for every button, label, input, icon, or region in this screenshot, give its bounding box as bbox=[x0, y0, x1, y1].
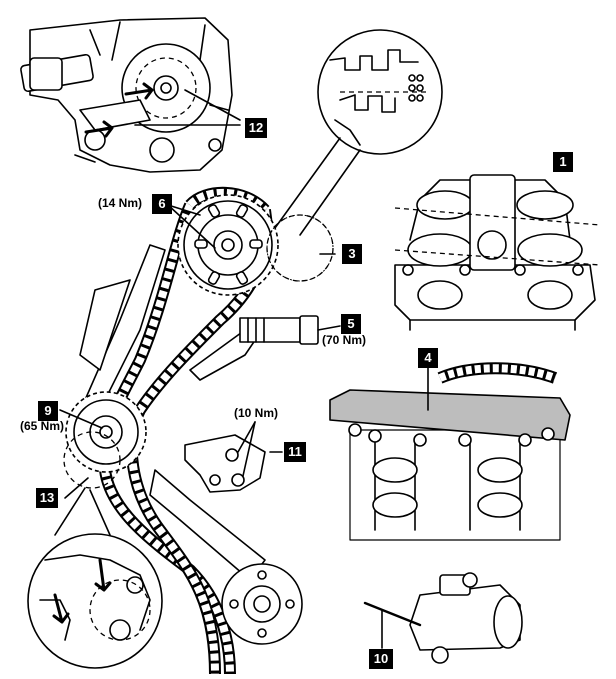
callout-10: 10 bbox=[369, 649, 393, 669]
lower-sprocket-wheel bbox=[221, 563, 303, 645]
torque-label-9: (65 Nm) bbox=[20, 419, 65, 433]
crankshaft-sprocket bbox=[59, 391, 147, 499]
bracket-11 bbox=[184, 421, 283, 493]
detail-crank-alignment bbox=[27, 487, 163, 669]
camshaft-sprocket bbox=[167, 194, 336, 296]
chain-tensioner bbox=[239, 315, 341, 345]
camshafts-view bbox=[394, 174, 601, 331]
callout-4: 4 bbox=[418, 348, 438, 368]
callout-9: 9 bbox=[38, 401, 58, 421]
chain-guide-rails bbox=[79, 244, 266, 581]
callout-5: 5 bbox=[341, 314, 361, 334]
torque-label-11: (10 Nm) bbox=[234, 406, 279, 420]
torque-label-6: (14 Nm) bbox=[98, 196, 143, 210]
callout-1: 1 bbox=[553, 152, 573, 172]
callout-6: 6 bbox=[152, 194, 172, 214]
detail-tooth-alignment bbox=[274, 29, 443, 236]
camshaft-bridge-view bbox=[329, 362, 571, 541]
callout-12: 12 bbox=[245, 118, 267, 138]
detail-camshaft-sprocket-removal bbox=[20, 17, 241, 173]
torque-label-5: (70 Nm) bbox=[322, 333, 367, 347]
callout-11: 11 bbox=[284, 442, 306, 462]
callout-13: 13 bbox=[36, 488, 58, 508]
callout-3: 3 bbox=[342, 244, 362, 264]
tensioner-assembly-10 bbox=[363, 572, 523, 664]
